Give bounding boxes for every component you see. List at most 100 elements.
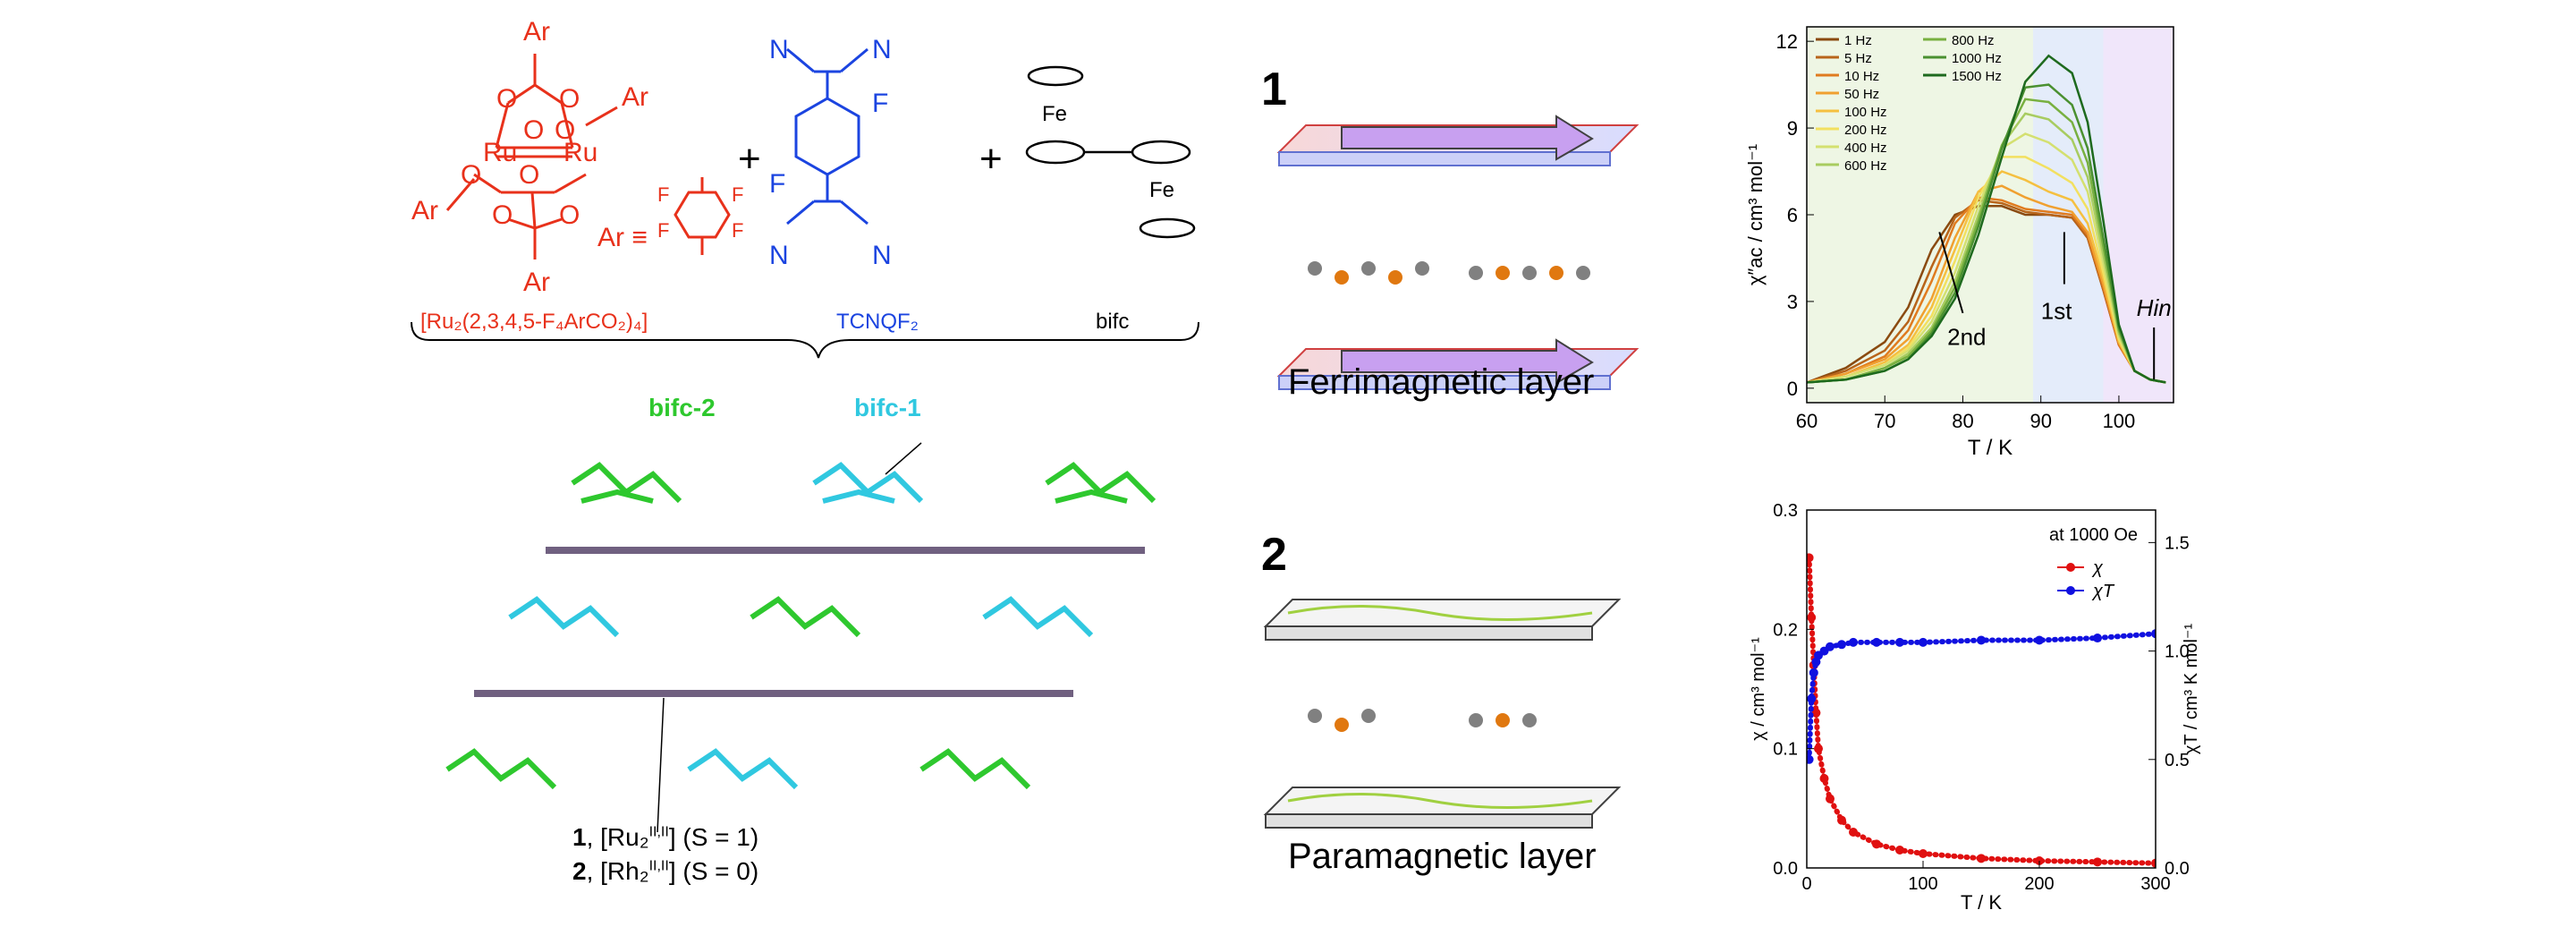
y2-tick-label: 1.5 (2165, 533, 2190, 553)
data-point (1895, 637, 1904, 647)
plus-sign: + (738, 137, 761, 181)
reaction-scheme: Ar O O O O Ar Ru Ru O O O O Ar Ar Ar ≡ F… (394, 0, 1234, 376)
series-dots (1807, 631, 2156, 762)
crystal-packing-svg (445, 442, 1157, 833)
tcnqf2-structure (786, 47, 869, 225)
data-point (1826, 642, 1835, 651)
f-label: F (872, 89, 888, 118)
o-label: O (492, 200, 513, 230)
layer-schematics: 1 Ferrimagnetic layer 2 (1252, 54, 1664, 895)
o-label: O (519, 160, 539, 190)
n-label: N (872, 241, 892, 270)
x-tick-label: 80 (1952, 410, 1973, 432)
y-tick-label: 0.1 (1773, 740, 1798, 760)
bifc2-label: bifc-2 (648, 394, 716, 421)
annotation-2nd: 2nd (1947, 323, 1986, 350)
y-tick-label: 0.3 (1773, 501, 1798, 521)
data-point (1849, 828, 1858, 837)
o-label: O (559, 200, 580, 230)
o-label: O (523, 115, 544, 145)
para-slab-bottom (1263, 787, 1622, 829)
y-tick-label: 3 (1787, 291, 1798, 313)
annotation-1st: 1st (2041, 297, 2072, 324)
legend-label: 600 Hz (1844, 158, 1887, 174)
data-point (2093, 634, 2102, 643)
panel-1-number: 1 (1261, 64, 1287, 115)
curly-brace (411, 321, 1199, 359)
ru-left-label: Ru (483, 138, 517, 167)
legend-label: 100 Hz (1844, 105, 1887, 120)
x-tick-label: 0 (1801, 874, 1811, 894)
data-point (1807, 553, 1814, 563)
f-label: F (657, 219, 669, 242)
ar-right-label: Ar (622, 82, 648, 112)
data-point (1977, 854, 1986, 863)
compound-1-label: 1, [Ru₂II,II] (S = 1) (572, 823, 758, 852)
crystal-packing: bifc-2 bifc-1 1, [Ru₂II,II] (S = 1) 2, [… (429, 394, 1199, 895)
data-point (1809, 668, 1818, 677)
compound-1-number: 1 (572, 823, 587, 851)
data-point (1807, 613, 1817, 622)
data-point (2093, 857, 2102, 867)
compound-2-number: 2 (572, 857, 587, 885)
compound-2-formula: , [Rh₂ (586, 857, 649, 885)
legend-marker (2066, 563, 2075, 572)
data-point (1977, 635, 1986, 645)
y-tick-label: 12 (1776, 30, 1798, 53)
data-point (1819, 774, 1829, 783)
bifc-row-ferri (1308, 261, 1590, 285)
x-axis-label: T / K (1968, 436, 2012, 460)
panel-2-number: 2 (1261, 529, 1287, 581)
ar-top-label: Ar (523, 17, 550, 47)
f-label: F (732, 219, 743, 242)
data-point (1837, 815, 1846, 825)
x-tick-label: 90 (2029, 410, 2051, 432)
compound-2-oxidation: II,II (648, 858, 669, 874)
paramagnetic-caption: Paramagnetic layer (1288, 837, 1597, 876)
f-label: F (732, 183, 743, 206)
y2-axis-label: χT / cm³ K mol⁻¹ (2182, 624, 2200, 755)
legend-label: 200 Hz (1844, 123, 1887, 138)
field-annotation: at 1000 Oe (2049, 525, 2138, 545)
legend-marker (2066, 586, 2075, 595)
pointer-line (885, 442, 922, 475)
compound-1-oxidation: II,II (648, 824, 669, 840)
y2-tick-label: 0.0 (2165, 859, 2190, 879)
data-point (1872, 637, 1881, 647)
ferrimagnetic-layer-diagram (1276, 115, 1640, 390)
o-label: O (555, 115, 575, 145)
bifc-structure (1025, 65, 1196, 239)
data-point (2151, 629, 2156, 639)
data-point (1807, 693, 1817, 703)
o-label: O (461, 160, 481, 190)
bifc-molecule-row (571, 462, 1157, 504)
y2-tick-label: 1.0 (2165, 642, 2190, 662)
x-tick-label: 100 (2103, 410, 2136, 432)
n-label: N (872, 35, 892, 64)
y-tick-label: 0.2 (1773, 620, 1798, 640)
ferrimagnetic-caption: Ferrimagnetic layer (1288, 362, 1595, 402)
compound-1-formula: , [Ru₂ (586, 823, 649, 851)
y-axis-label: χ″ac / cm³ mol⁻¹ (1744, 144, 1767, 285)
data-point (1895, 846, 1904, 855)
series-line (1807, 54, 2166, 384)
data-point (2151, 858, 2156, 868)
data-point (1811, 708, 1821, 718)
bifc-label: bifc (1096, 310, 1130, 334)
data-point (1826, 794, 1835, 804)
data-point (1814, 744, 1823, 753)
bifc-row-para (1308, 709, 1537, 732)
x-tick-label: 200 (2024, 874, 2054, 894)
y-tick-label: 6 (1787, 204, 1798, 226)
x-tick-label: 100 (1908, 874, 1937, 894)
annotation-arrow (1938, 232, 1964, 314)
x-tick-label: 60 (1796, 410, 1818, 432)
legend-label: 1 Hz (1844, 33, 1872, 48)
data-point (1807, 754, 1814, 764)
o-label: O (496, 84, 517, 114)
ru-paddlewheel-structure (445, 54, 618, 259)
f-label: F (769, 169, 785, 199)
x-tick-label: 300 (2140, 874, 2170, 894)
ru-right-label: Ru (564, 138, 597, 167)
